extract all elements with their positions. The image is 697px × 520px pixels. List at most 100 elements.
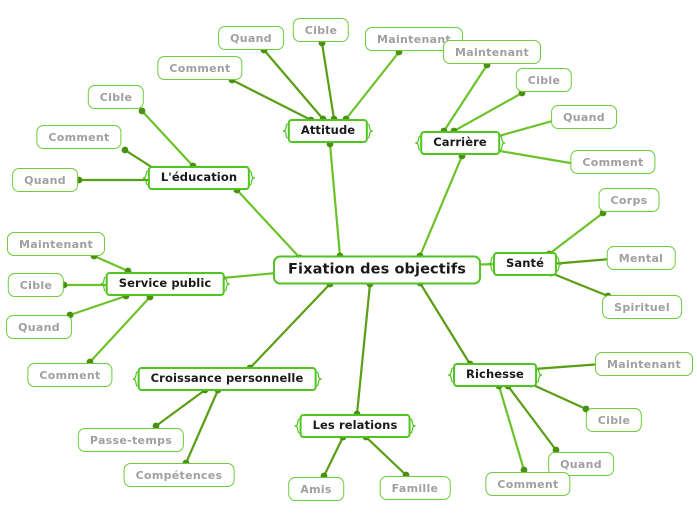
mindmap-node-attitude-quand[interactable]: Quand: [218, 26, 284, 50]
mindmap-edge: [230, 78, 313, 122]
edge-endpoint-dot: [138, 107, 146, 115]
collapse-brace-left-icon[interactable]: [487, 256, 494, 272]
mindmap-node-service[interactable]: Service public: [100, 272, 230, 296]
mindmap-node-croissance[interactable]: Croissance personnelle: [132, 367, 322, 391]
node-label: Famille: [391, 481, 439, 495]
mindmap-node-sante-spirituel[interactable]: Spirituel: [602, 295, 682, 319]
collapse-brace-left-icon[interactable]: [447, 367, 454, 383]
mindmap-edge: [235, 188, 302, 260]
mindmap-node-attitude-cible[interactable]: Cible: [292, 18, 350, 42]
mindmap-node-sante[interactable]: Santé: [487, 252, 563, 276]
mindmap-node-carriere-quand[interactable]: Quand: [551, 105, 617, 129]
node-label: Maintenant: [376, 32, 452, 46]
mindmap-edge: [262, 48, 325, 121]
mindmap-node-root[interactable]: Fixation des objectifs: [273, 255, 481, 285]
collapse-brace-left-icon[interactable]: [100, 276, 107, 292]
node-label: Comment: [497, 477, 559, 491]
collapse-brace-right-icon[interactable]: [367, 123, 374, 139]
node-label: Maintenant: [606, 357, 682, 371]
node-label: Spirituel: [614, 300, 670, 314]
node-label: Richesse: [466, 367, 524, 382]
mindmap-edge: [92, 254, 130, 273]
mindmap-node-education-cible[interactable]: Cible: [87, 85, 145, 109]
node-label: Corps: [610, 193, 648, 207]
mindmap-edge: [549, 257, 613, 266]
mindmap-node-attitude-maintenant[interactable]: Maintenant: [364, 27, 464, 51]
mindmap-node-education[interactable]: L'éducation: [142, 166, 256, 190]
mindmap-edge: [452, 91, 524, 133]
collapse-brace-right-icon[interactable]: [223, 276, 230, 292]
mindmap-edge: [497, 384, 526, 472]
mindmap-edge: [355, 282, 372, 416]
collapse-brace-left-icon[interactable]: [282, 123, 289, 139]
node-label: Quand: [18, 320, 60, 334]
mindmap-node-education-comment[interactable]: Comment: [36, 125, 122, 149]
node-label: Maintenant: [18, 237, 94, 251]
mindmap-node-croissance-competences[interactable]: Compétences: [123, 463, 235, 487]
mindmap-node-carriere-cible[interactable]: Cible: [515, 68, 573, 92]
mindmap-edge: [88, 295, 152, 364]
mindmap-edge: [184, 388, 220, 465]
mindmap-node-sante-corps[interactable]: Corps: [598, 188, 660, 212]
mindmap-edge: [344, 50, 401, 121]
mindmap-node-richesse-cible[interactable]: Cible: [585, 408, 643, 432]
node-label: Carrière: [433, 135, 487, 150]
node-label: Croissance personnelle: [150, 371, 304, 386]
collapse-brace-right-icon[interactable]: [249, 170, 256, 186]
collapse-brace-left-icon[interactable]: [132, 371, 139, 387]
mindmap-edge: [442, 63, 489, 133]
node-label: Comment: [169, 61, 231, 75]
collapse-brace-left-icon[interactable]: [294, 418, 301, 434]
mindmap-edge: [68, 294, 128, 317]
mindmap-node-richesse-maintenant[interactable]: Maintenant: [594, 352, 694, 376]
mindmap-edge: [154, 388, 207, 428]
mindmap-node-service-cible[interactable]: Cible: [7, 273, 65, 297]
mindmap-edge: [322, 435, 345, 478]
node-label: Cible: [527, 73, 561, 87]
mindmap-node-relations[interactable]: Les relations: [294, 414, 416, 438]
node-label: Comment: [48, 130, 110, 144]
collapse-brace-right-icon[interactable]: [556, 256, 563, 272]
mindmap-node-service-comment[interactable]: Comment: [27, 363, 113, 387]
node-label: Comment: [39, 368, 101, 382]
collapse-brace-left-icon[interactable]: [142, 170, 149, 186]
mindmap-node-carriere-maintenant[interactable]: Maintenant: [442, 40, 542, 64]
mindmap-node-service-quand[interactable]: Quand: [6, 315, 72, 339]
node-label: Cible: [19, 278, 53, 292]
node-label: Les relations: [312, 418, 398, 433]
mindmap-node-carriere-comment[interactable]: Comment: [570, 150, 656, 174]
mindmap-edge: [547, 211, 605, 256]
mindmap-node-attitude-comment[interactable]: Comment: [157, 56, 243, 80]
node-label: Fixation des objectifs: [288, 261, 466, 278]
mindmap-edge: [549, 271, 610, 298]
collapse-brace-right-icon[interactable]: [536, 367, 543, 383]
mindmap-node-carriere[interactable]: Carrière: [415, 131, 505, 155]
node-label: Comment: [582, 155, 644, 169]
node-label: Quand: [230, 31, 272, 45]
mindmap-node-richesse[interactable]: Richesse: [447, 363, 543, 387]
node-label: Cible: [99, 90, 133, 104]
mindmap-edge: [248, 282, 332, 370]
mindmap-node-richesse-comment[interactable]: Comment: [485, 472, 571, 496]
mindmap-edge: [320, 41, 336, 121]
mindmap-edge: [418, 154, 464, 258]
collapse-brace-right-icon[interactable]: [409, 418, 416, 434]
edge-endpoint-dot: [121, 146, 129, 154]
node-label: Quand: [560, 457, 602, 471]
mindmap-node-croissance-passetemps[interactable]: Passe-temps: [77, 428, 185, 452]
collapse-brace-right-icon[interactable]: [499, 135, 506, 151]
mindmap-node-relations-amis[interactable]: Amis: [288, 477, 344, 501]
node-label: Attitude: [300, 123, 356, 138]
mindmap-node-attitude[interactable]: Attitude: [282, 119, 374, 143]
node-label: Passe-temps: [89, 433, 173, 447]
mindmap-edge: [506, 384, 558, 452]
mindmap-node-relations-famille[interactable]: Famille: [379, 476, 451, 500]
node-label: Cible: [597, 413, 631, 427]
mindmap-node-service-maintenant[interactable]: Maintenant: [6, 232, 106, 256]
mindmap-node-sante-mental[interactable]: Mental: [606, 246, 676, 270]
node-label: Amis: [300, 482, 332, 496]
collapse-brace-left-icon[interactable]: [414, 135, 421, 151]
mindmap-node-education-quand[interactable]: Quand: [12, 168, 78, 192]
collapse-brace-right-icon[interactable]: [315, 371, 322, 387]
